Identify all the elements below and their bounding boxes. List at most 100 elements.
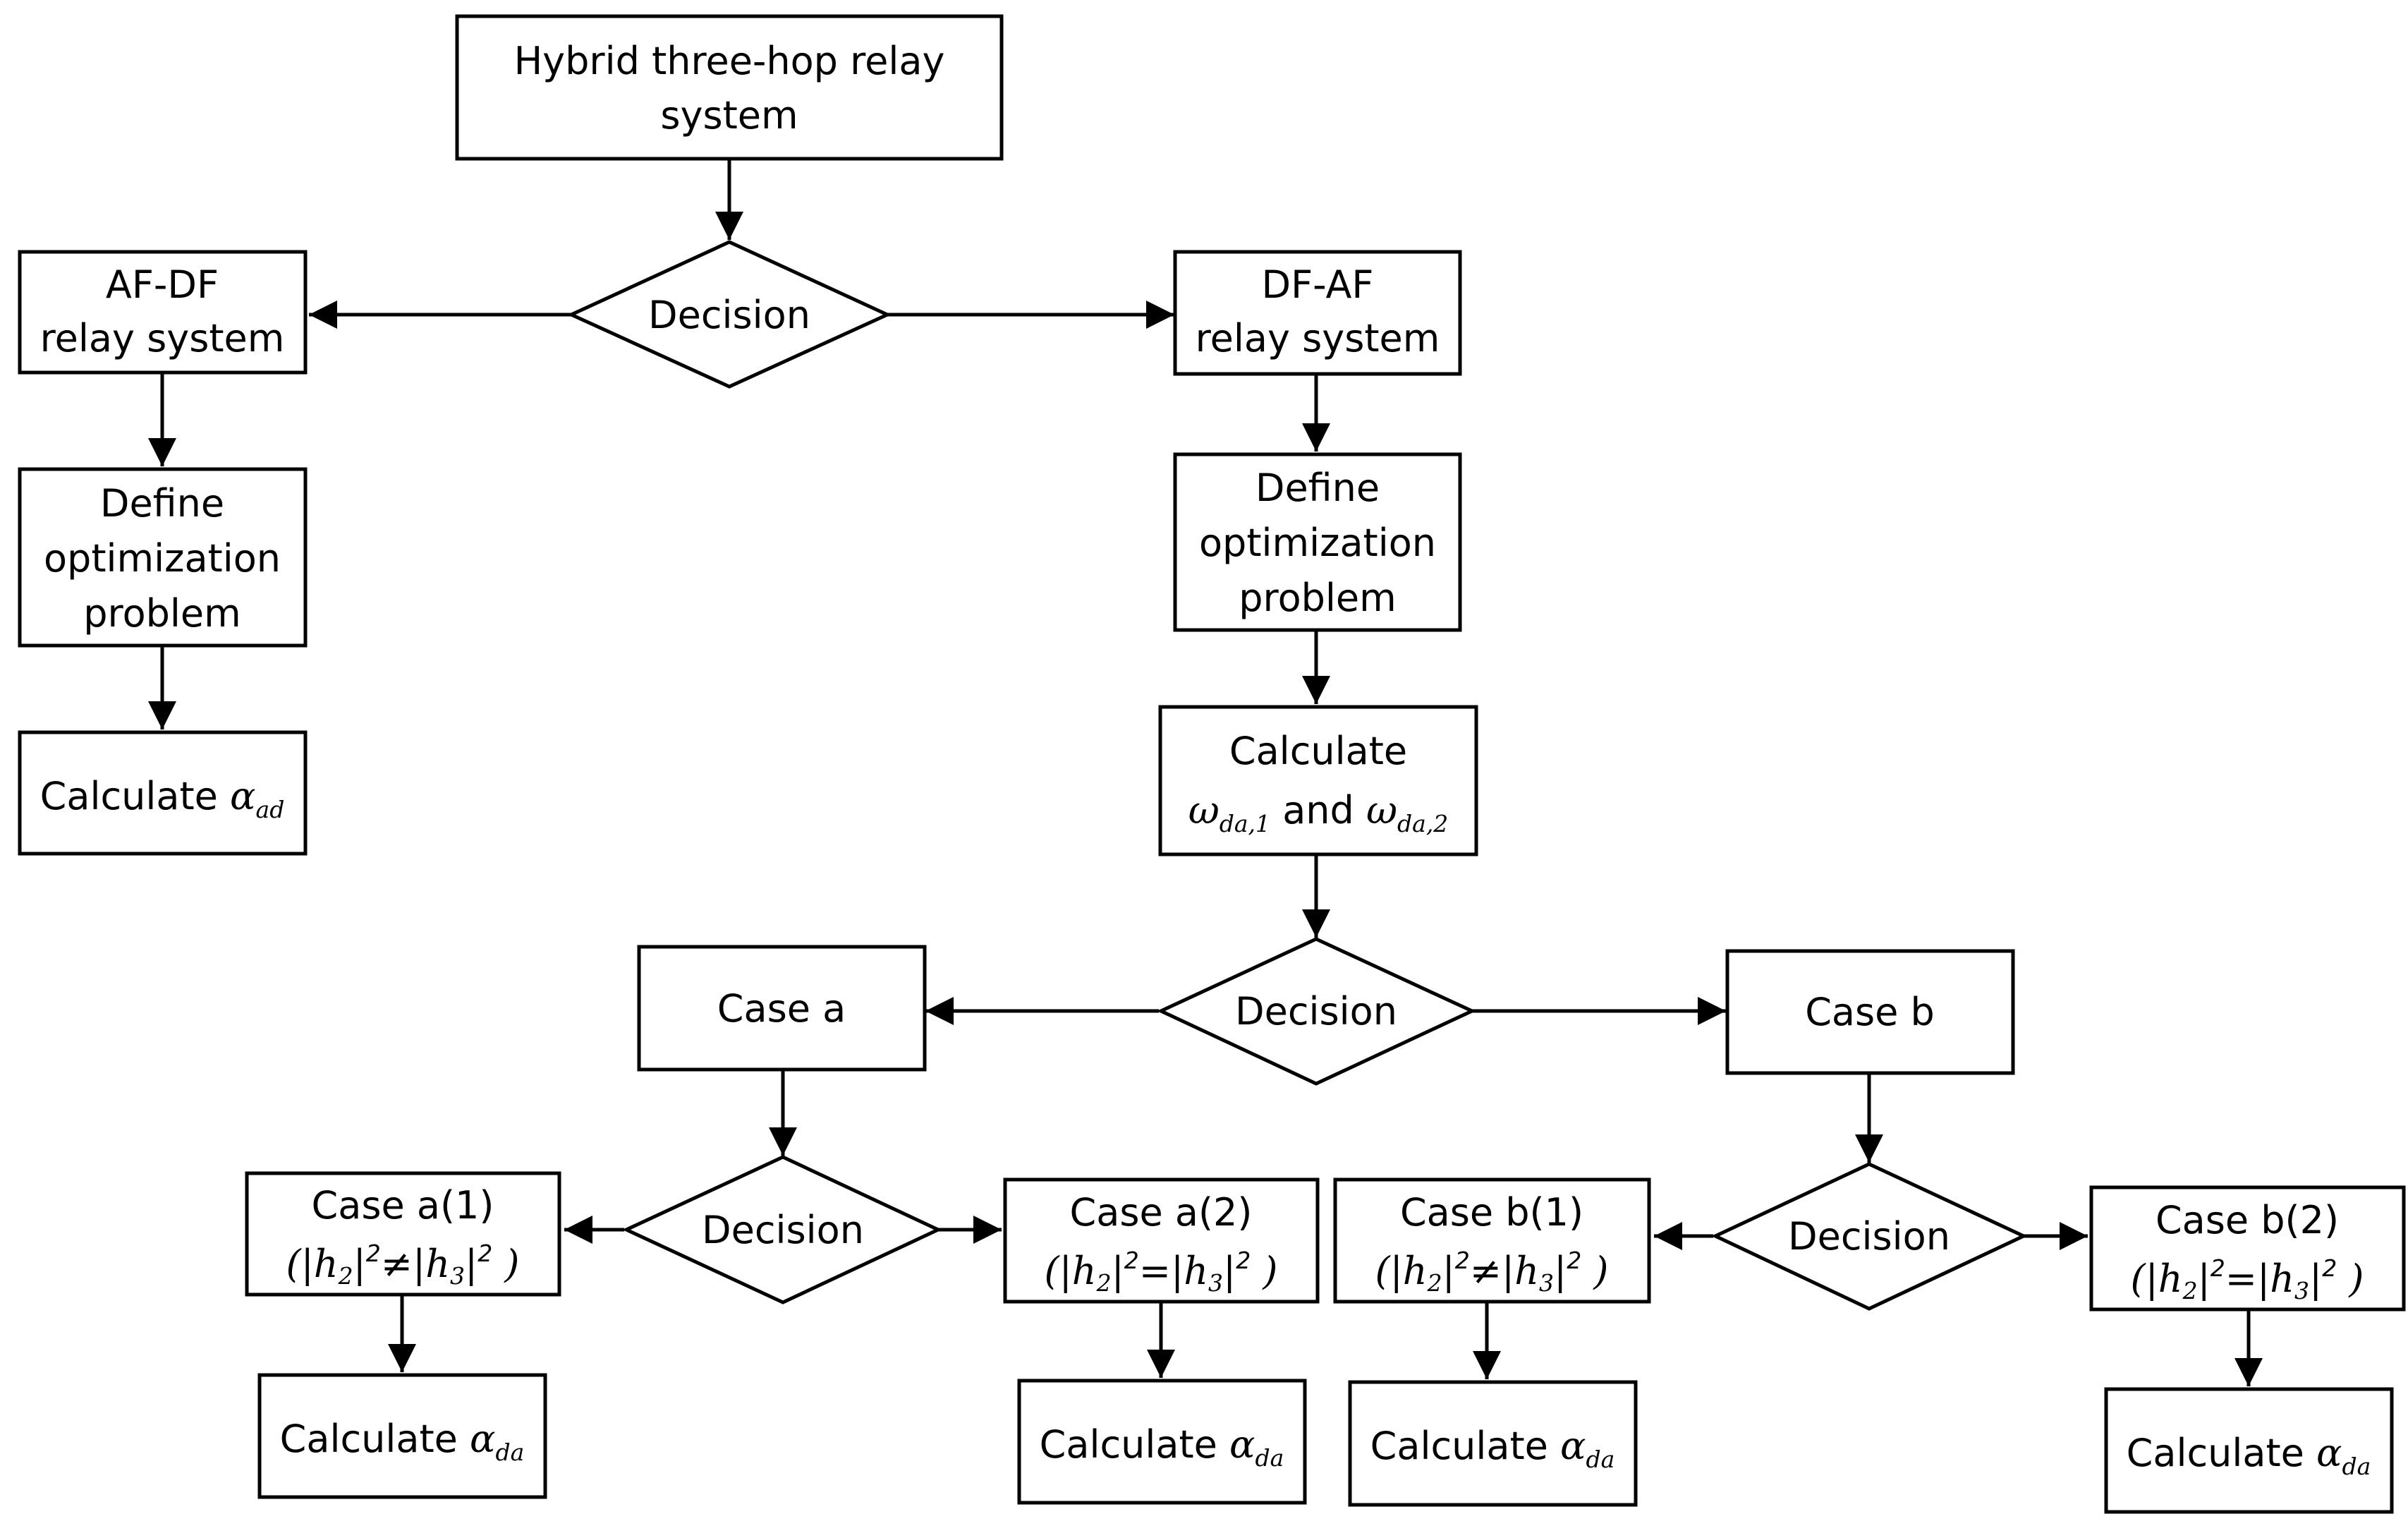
alpha-subscript: da bbox=[496, 1439, 525, 1466]
abs-bar: | bbox=[1171, 1249, 1184, 1293]
relation-symbol: ≠ bbox=[381, 1242, 413, 1286]
afdf-line1: AF-DF bbox=[106, 262, 219, 307]
h-symbol: h bbox=[1514, 1249, 1539, 1293]
paren-close: ) bbox=[2348, 1256, 2364, 1301]
decision-top-label: Decision bbox=[648, 293, 810, 337]
relation-symbol: ≠ bbox=[1470, 1249, 1502, 1293]
abs-bar: | bbox=[1502, 1249, 1514, 1293]
node-case-a1: Case a(1) (|h2|2≠|h3|2 ) bbox=[245, 1171, 561, 1297]
case-b-label: Case b bbox=[1805, 990, 1935, 1034]
alpha-symbol: α bbox=[230, 774, 255, 818]
node-calculate-alpha-da-2: Calculate αda bbox=[1017, 1379, 1307, 1505]
calc-word: Calculate bbox=[40, 774, 218, 818]
afdf-line2: relay system bbox=[40, 316, 285, 361]
omega-subscript-1: da,1 bbox=[1220, 810, 1270, 837]
exponent: 2 bbox=[2322, 1254, 2337, 1282]
define-right-line3: problem bbox=[1239, 576, 1396, 620]
abs-bar: | bbox=[2198, 1256, 2211, 1301]
alpha-symbol: α bbox=[2316, 1431, 2342, 1475]
alpha-symbol: α bbox=[470, 1417, 495, 1461]
h-symbol: h bbox=[1184, 1249, 1208, 1293]
alpha-subscript: da bbox=[1255, 1444, 1284, 1472]
abs-bar: | bbox=[1112, 1249, 1124, 1293]
omega-subscript-2: da,2 bbox=[1397, 810, 1448, 837]
node-dfaf-relay: DF-AF relay system bbox=[1173, 250, 1462, 376]
hybrid-line1: Hybrid three-hop relay bbox=[514, 39, 945, 83]
calc-word: Calculate bbox=[1040, 1422, 1217, 1467]
case-b1-title: Case b(1) bbox=[1400, 1190, 1583, 1235]
alpha-symbol: α bbox=[1560, 1424, 1586, 1468]
paren-close: ) bbox=[1262, 1249, 1277, 1293]
case-a-label: Case a bbox=[717, 986, 846, 1031]
define-right-line2: optimization bbox=[1199, 521, 1436, 565]
h-subscript: 3 bbox=[1208, 1269, 1223, 1297]
exponent: 2 bbox=[478, 1240, 492, 1267]
alpha-subscript: ad bbox=[256, 796, 285, 823]
abs-bar: | bbox=[1223, 1249, 1236, 1293]
node-define-right: Define optimization problem bbox=[1173, 452, 1462, 632]
calc-word: Calculate bbox=[1370, 1424, 1548, 1468]
exponent: 2 bbox=[1124, 1247, 1139, 1274]
h-symbol: h bbox=[2270, 1256, 2294, 1301]
paren-open: (| bbox=[1045, 1249, 1072, 1293]
define-right-line1: Define bbox=[1255, 466, 1380, 510]
alpha-subscript: da bbox=[1586, 1446, 1615, 1473]
paren-close: ) bbox=[1593, 1249, 1608, 1293]
node-calculate-omega: Calculate ωda,1 and ωda,2 bbox=[1158, 705, 1478, 856]
paren-open: (| bbox=[286, 1242, 314, 1286]
h-subscript: 3 bbox=[450, 1262, 465, 1290]
decision-b-label: Decision bbox=[1788, 1214, 1950, 1259]
exponent: 2 bbox=[1236, 1247, 1251, 1274]
calc-word: Calculate bbox=[2127, 1431, 2304, 1475]
exponent: 2 bbox=[1455, 1247, 1470, 1274]
abs-bar: | bbox=[353, 1242, 366, 1286]
abs-bar: | bbox=[413, 1242, 425, 1286]
dfaf-line1: DF-AF bbox=[1262, 262, 1374, 307]
node-calculate-alpha-da-4: Calculate αda bbox=[2104, 1387, 2394, 1514]
node-case-a2: Case a(2) (|h2|2=|h3|2 ) bbox=[1003, 1177, 1320, 1304]
calc-da-1-text: Calculate αda bbox=[280, 1417, 525, 1466]
define-left-line3: problem bbox=[83, 591, 241, 636]
paren-open: (| bbox=[1375, 1249, 1403, 1293]
h-symbol: h bbox=[2158, 1256, 2183, 1301]
relation-symbol: = bbox=[1139, 1249, 1171, 1293]
abs-bar: | bbox=[1442, 1249, 1455, 1293]
node-calculate-alpha-da-3: Calculate αda bbox=[1348, 1380, 1638, 1507]
node-case-b: Case b bbox=[1725, 949, 2015, 1075]
h-subscript: 2 bbox=[338, 1262, 353, 1290]
node-case-b1: Case b(1) (|h2|2≠|h3|2 ) bbox=[1333, 1177, 1651, 1304]
case-a2-condition: (|h2|2=|h3|2 ) bbox=[1045, 1247, 1278, 1297]
case-b2-title: Case b(2) bbox=[2155, 1198, 2339, 1242]
calc-word: Calculate bbox=[280, 1417, 458, 1461]
calc-ad-text: Calculate αad bbox=[40, 774, 285, 823]
node-calculate-alpha-da-1: Calculate αda bbox=[257, 1373, 547, 1499]
and-word: and bbox=[1282, 788, 1354, 832]
calc-da-2-text: Calculate αda bbox=[1040, 1422, 1284, 1472]
exponent: 2 bbox=[2211, 1254, 2225, 1282]
node-define-left: Define optimization problem bbox=[18, 467, 308, 648]
node-decision-top: Decision bbox=[566, 240, 892, 389]
case-a1-title: Case a(1) bbox=[312, 1183, 494, 1228]
calc-da-4-text: Calculate αda bbox=[2127, 1431, 2371, 1480]
paren-close: ) bbox=[504, 1242, 519, 1286]
abs-bar: | bbox=[465, 1242, 478, 1286]
node-decision-mid: Decision bbox=[1157, 937, 1476, 1086]
exponent: 2 bbox=[1567, 1247, 1581, 1274]
exponent: 2 bbox=[366, 1240, 381, 1267]
calc-omega-line1: Calculate bbox=[1229, 729, 1407, 773]
h-symbol: h bbox=[425, 1242, 450, 1286]
node-afdf-relay: AF-DF relay system bbox=[18, 250, 308, 375]
h-subscript: 2 bbox=[1427, 1269, 1442, 1297]
define-left-line2: optimization bbox=[44, 536, 281, 581]
alpha-subscript: da bbox=[2342, 1453, 2371, 1480]
decision-mid-label: Decision bbox=[1235, 989, 1397, 1034]
h-subscript: 2 bbox=[1096, 1269, 1112, 1297]
h-symbol: h bbox=[1072, 1249, 1097, 1293]
abs-bar: | bbox=[2309, 1256, 2322, 1301]
calc-da-3-text: Calculate αda bbox=[1370, 1424, 1615, 1473]
node-case-a: Case a bbox=[637, 945, 927, 1072]
calc-omega-line2: ωda,1 and ωda,2 bbox=[1188, 788, 1449, 837]
node-decision-a: Decision bbox=[622, 1155, 942, 1304]
h-subscript: 3 bbox=[2294, 1277, 2309, 1304]
